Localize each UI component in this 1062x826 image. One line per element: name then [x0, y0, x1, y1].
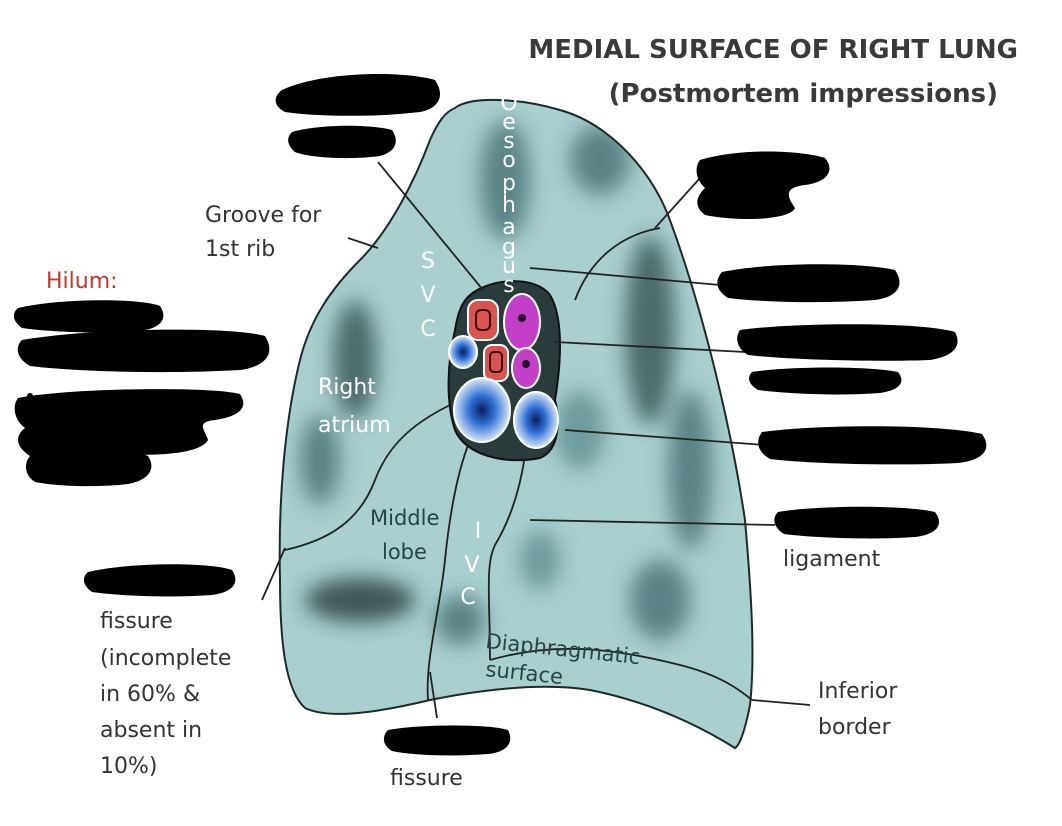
fissure-note: fissure (incomplete in 60% & absent in 1…	[100, 609, 231, 779]
fissure-note-line-4: absent in	[100, 718, 202, 743]
groove-label-line-2: 1st rib	[205, 237, 275, 262]
redaction-mark	[774, 507, 939, 539]
redaction-mark	[26, 450, 151, 486]
redaction-mark	[14, 300, 163, 332]
svg-text:S: S	[421, 249, 435, 274]
redaction-mark	[717, 264, 899, 302]
svg-text:C: C	[460, 585, 475, 610]
pulmonary-vein-right	[514, 392, 558, 448]
redaction-mark	[749, 368, 901, 395]
redaction-mark	[737, 324, 957, 361]
right-atrium-line-1: Right	[318, 375, 376, 400]
middle-lobe-line-2: lobe	[382, 540, 427, 564]
oblique-fissure-label: fissure	[390, 766, 463, 791]
svg-text:C: C	[420, 317, 435, 342]
redaction-mark	[276, 74, 440, 116]
redaction-mark	[15, 389, 244, 458]
title-line-2: (Postmortem impressions)	[609, 79, 998, 109]
redaction-mark	[84, 564, 235, 596]
right-atrium-line-2: atrium	[318, 413, 391, 438]
fissure-note-line-5: 10%)	[100, 754, 157, 779]
redaction-mark	[384, 726, 510, 756]
redaction-mark	[288, 126, 396, 158]
inferior-border-line-1: Inferior	[818, 679, 898, 704]
redaction-mark	[758, 426, 986, 464]
ligament-label: ligament	[783, 547, 881, 572]
middle-lobe-line-1: Middle	[370, 506, 439, 530]
bullet-dot	[27, 467, 33, 473]
hilum-structures	[449, 281, 560, 460]
pulmonary-artery-lower	[484, 345, 508, 381]
svc-label: S V C	[420, 249, 435, 342]
bullet-dot	[27, 393, 33, 399]
svg-text:s: s	[503, 273, 514, 298]
svg-text:V: V	[420, 283, 435, 308]
fissure-note-line-1: fissure	[100, 609, 173, 634]
svg-text:I: I	[475, 519, 482, 544]
redaction-mark	[18, 330, 270, 372]
pulmonary-artery-upper	[468, 300, 498, 340]
fissure-note-line-2: (incomplete	[100, 646, 231, 671]
hilum-heading: Hilum:	[46, 269, 118, 294]
oesophagus-label: O e s o p h a g u s	[500, 91, 517, 298]
inferior-border-line-2: border	[818, 715, 892, 740]
pulmonary-vein-large	[454, 378, 510, 442]
svg-text:o: o	[502, 148, 515, 173]
svg-text:V: V	[464, 553, 479, 578]
groove-label-line-1: Groove for	[205, 203, 322, 228]
pulmonary-vein-small	[449, 336, 477, 368]
title-line-1: MEDIAL SURFACE OF RIGHT LUNG	[528, 35, 1018, 65]
fissure-note-line-3: in 60% &	[100, 682, 200, 707]
redaction-mark	[697, 152, 830, 220]
